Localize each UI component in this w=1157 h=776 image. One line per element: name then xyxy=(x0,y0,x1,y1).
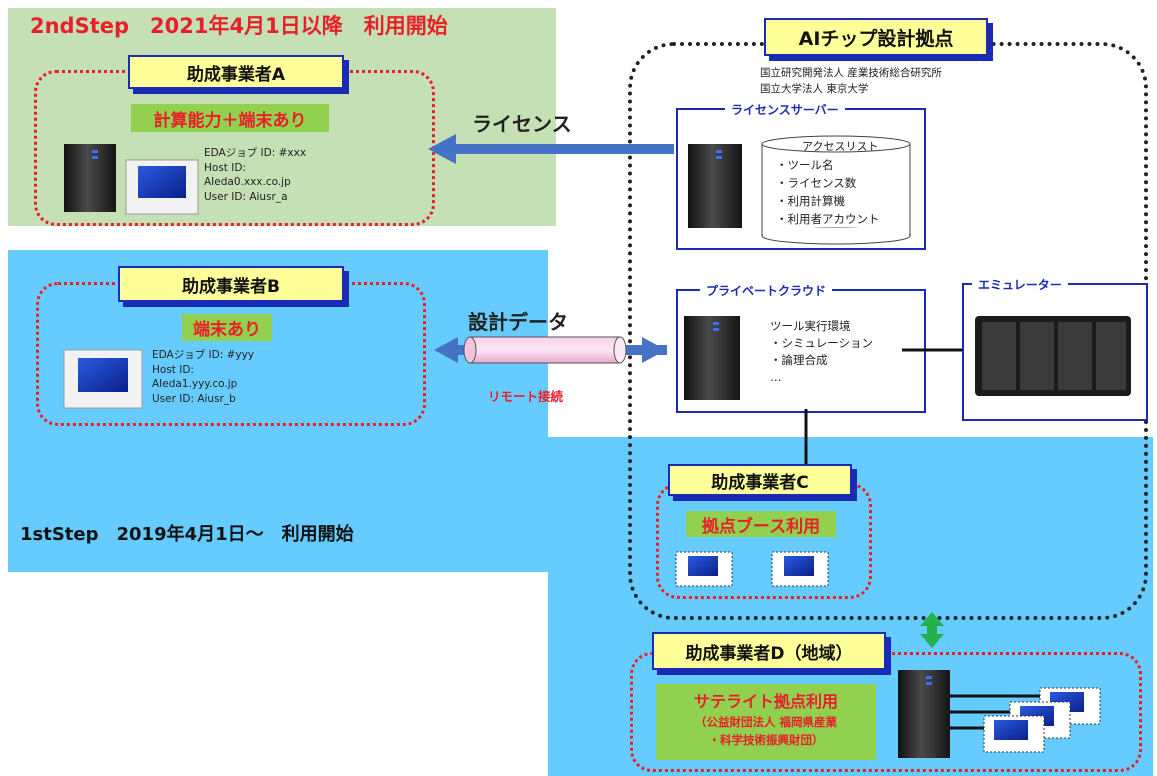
company-d-sub-2: ・科学技術振興財団） xyxy=(708,733,824,747)
step1-zone-bottom xyxy=(548,572,558,776)
license-server-title: ライセンスサーバー xyxy=(725,101,845,118)
emulator-rack-icon xyxy=(975,316,1131,396)
license-arrow-label: ライセンス xyxy=(472,112,572,136)
access-list-title: アクセスリスト xyxy=(802,140,879,153)
access-list-db-icon xyxy=(761,135,911,245)
company-d-title: 助成事業者D（地域） xyxy=(652,632,886,670)
company-b-title: 助成事業者B xyxy=(118,266,344,302)
step1-zone-left xyxy=(8,250,548,572)
hub-title: AIチップ設計拠点 xyxy=(764,18,988,56)
company-d-sub-1: （公益財団法人 福岡県産業 xyxy=(694,715,837,729)
company-d-label: サテライト拠点利用 xyxy=(693,692,838,711)
company-d-region xyxy=(630,652,1142,772)
design-data-arrow xyxy=(434,336,667,364)
pc-icon-c2 xyxy=(771,551,829,587)
company-a-label: 計算能力＋端末あり xyxy=(131,104,329,132)
design-data-label: 設計データ xyxy=(468,310,568,334)
pc-icons-d xyxy=(950,687,1101,753)
company-a-title: 助成事業者A xyxy=(128,55,344,89)
private-cloud-title: プライベートクラウド xyxy=(700,282,833,299)
company-c-label: 拠点ブース利用 xyxy=(686,511,836,537)
server-icon-license xyxy=(688,144,742,228)
company-d-label-box xyxy=(656,684,876,760)
server-icon-cloud xyxy=(684,316,740,400)
pc-icon-b xyxy=(63,349,143,409)
hub-org-1: 国立研究開発法人 産業技術総合研究所 xyxy=(760,67,942,79)
company-c-title: 助成事業者C xyxy=(668,464,852,496)
pc-icon-c1 xyxy=(675,551,733,587)
server-icon-a xyxy=(64,144,116,212)
company-b-label: 端末あり xyxy=(182,314,272,341)
hub-companyd-arrow xyxy=(920,612,944,648)
step1-title: 1stStep 2019年4月1日～ 利用開始 xyxy=(20,524,354,545)
private-cloud-text: ツール実行環境・シミュレーション ・論理合成… xyxy=(770,319,874,384)
server-icon-d xyxy=(898,670,950,758)
remote-connection-label: リモート接続 xyxy=(488,389,564,404)
step2-title: 2ndStep 2021年4月1日以降 利用開始 xyxy=(30,14,448,38)
pc-icon-a xyxy=(125,159,199,215)
license-arrow xyxy=(428,134,674,164)
access-list-items: ・ツール名・ライセンス数 ・利用計算機・利用者アカウント xyxy=(776,158,880,226)
emulator-title: エミュレーター xyxy=(972,276,1068,293)
hub-org-2: 国立大学法人 東京大学 xyxy=(760,83,869,95)
